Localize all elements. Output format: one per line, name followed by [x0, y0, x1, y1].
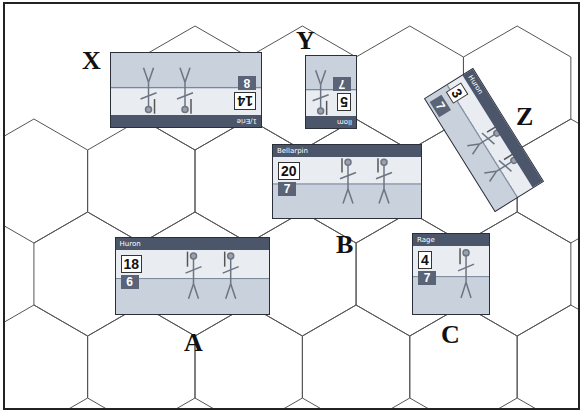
hex-cell — [88, 119, 195, 243]
unit-counter: Huron37 — [424, 68, 544, 212]
factor-number: 7 — [418, 271, 436, 285]
hex-cell — [517, 305, 579, 409]
factor-number: 7 — [430, 95, 451, 118]
factor-number: 6 — [121, 275, 139, 289]
unit-name: Ilom — [306, 116, 356, 128]
hex-letter: X — [82, 48, 101, 74]
hex-cell — [249, 26, 356, 150]
unit-counter: 1/Erie 14 8 — [110, 52, 262, 128]
hex-cell — [88, 305, 195, 409]
factor-number: 8 — [238, 76, 256, 90]
strength-number: 20 — [278, 162, 300, 180]
frame — [4, 3, 579, 409]
unit-counter: Bellarpin 20 7 — [272, 144, 422, 219]
strength-number: 14 — [234, 92, 256, 110]
hex-letter: A — [184, 330, 203, 356]
strength-number: 3 — [446, 82, 469, 103]
unit-counter: Huron 18 6 — [115, 237, 270, 315]
hex-letter: C — [441, 322, 460, 348]
unit-name: Huron — [116, 238, 269, 250]
unit-counter: Ilom 5 7 — [305, 55, 357, 129]
hex-cell — [4, 119, 88, 243]
unit-counter: Rage 4 7 — [412, 233, 490, 315]
unit-name: Bellarpin — [273, 145, 421, 157]
unit-name: 1/Erie — [111, 115, 261, 127]
factor-number: 7 — [333, 77, 351, 91]
strength-number: 4 — [418, 251, 432, 269]
strength-number: 18 — [121, 255, 143, 273]
hex-letter: Y — [296, 28, 315, 54]
hex-letter: Z — [516, 104, 533, 130]
strength-number: 5 — [337, 93, 351, 111]
unit-name: Rage — [413, 234, 489, 246]
hex-cell — [302, 305, 409, 409]
hex-cell — [4, 305, 88, 409]
hex-letter: B — [336, 232, 353, 258]
hex-cell — [410, 305, 517, 409]
hex-cell — [195, 119, 302, 243]
hex-cell — [195, 305, 302, 409]
factor-number: 7 — [278, 182, 296, 196]
